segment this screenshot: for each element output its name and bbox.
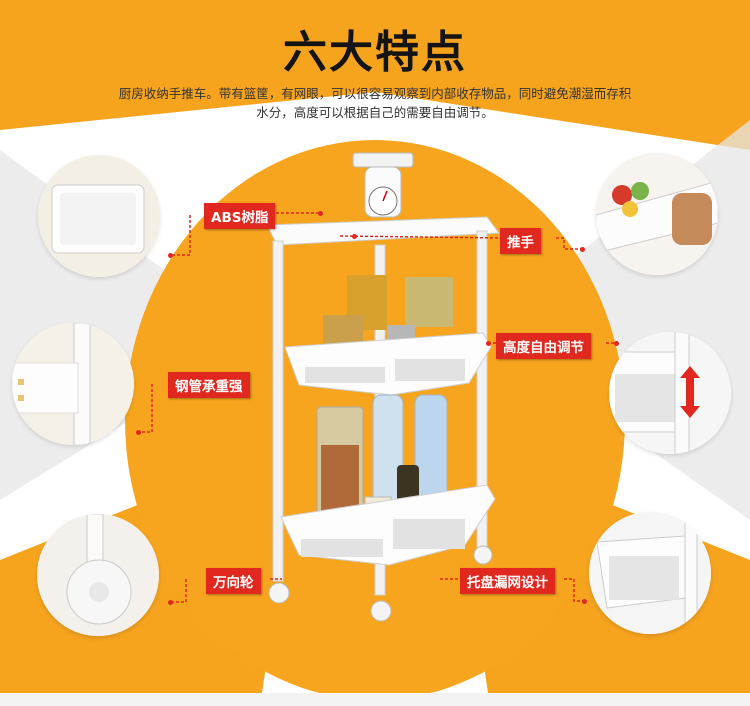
steel-pipe-drawing [12,323,134,445]
height-drawing [609,332,731,454]
detail-steel-pipe [12,323,134,445]
subtitle-line-2: 水分，高度可以根据自己的需要自由调节。 [256,105,494,120]
feature-label-height: 高度自由调节 [496,333,591,359]
detail-height [609,332,731,454]
feature-label-wheel: 万向轮 [206,568,261,594]
leader-handle [339,235,501,239]
arrow-up-down-icon [680,366,700,418]
lower-basket-mesh [301,519,465,557]
detail-handle [596,153,718,275]
dot-steel-circle [136,430,141,435]
wheel-drawing [37,514,159,636]
feature-label-abs: ABS树脂 [204,203,276,229]
tray-top-drawing [38,155,160,277]
detail-tray-mesh [589,512,711,634]
dot-height-circle [614,341,619,346]
grocery-bag-2 [405,277,453,327]
detail-tray-top [38,155,160,277]
tray-mesh-drawing [589,512,711,634]
leader-abs-down [172,215,191,256]
page-subtitle: 厨房收纳手推车。带有篮筐，有网眼，可以很容易观察到内部收存物品，同时避免潮湿而存… [85,84,665,122]
page-title: 六大特点 [283,27,467,78]
scale-needle [382,190,388,202]
leader-steel [138,384,153,433]
feature-label-handle: 推手 [500,228,541,254]
top-tray [266,216,500,246]
dot-abs-circle [168,253,173,258]
top-ray [0,0,750,150]
dot-handle-circle [580,247,585,252]
handle-drawing [596,153,718,275]
dot-abs-cart [318,211,323,216]
dot-wheel-circle [168,600,173,605]
detail-wheel [37,514,159,636]
feature-label-steel: 钢管承重强 [168,372,250,398]
dot-height-cart [486,341,491,346]
bottom-band [0,693,750,706]
cart-illustration [266,152,500,622]
wheel-left [268,582,290,604]
leader-tray-right [564,578,584,602]
leader-wheel [170,579,187,603]
wheel-right [473,545,493,565]
post-left-front [272,240,284,582]
wheel-front [370,600,392,622]
dot-tray-circle [582,599,587,604]
dot-handle-cart [352,234,357,239]
feature-label-tray: 托盘漏网设计 [460,568,555,594]
subtitle-line-1: 厨房收纳手推车。带有篮筐，有网眼，可以很容易观察到内部收存物品，同时避免潮湿而存… [118,86,632,101]
leader-handle-right [556,237,582,250]
upper-basket-mesh [305,359,465,383]
